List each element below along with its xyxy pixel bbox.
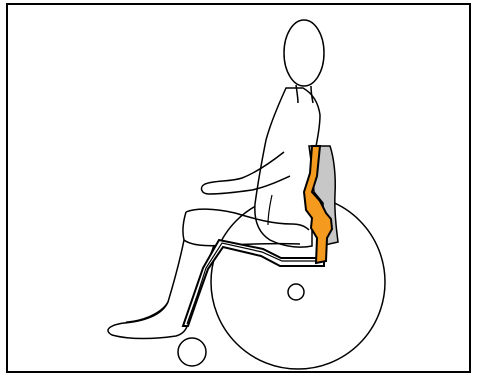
- front-caster: [178, 338, 206, 366]
- wheel-hub: [288, 284, 304, 300]
- person-head: [284, 20, 324, 86]
